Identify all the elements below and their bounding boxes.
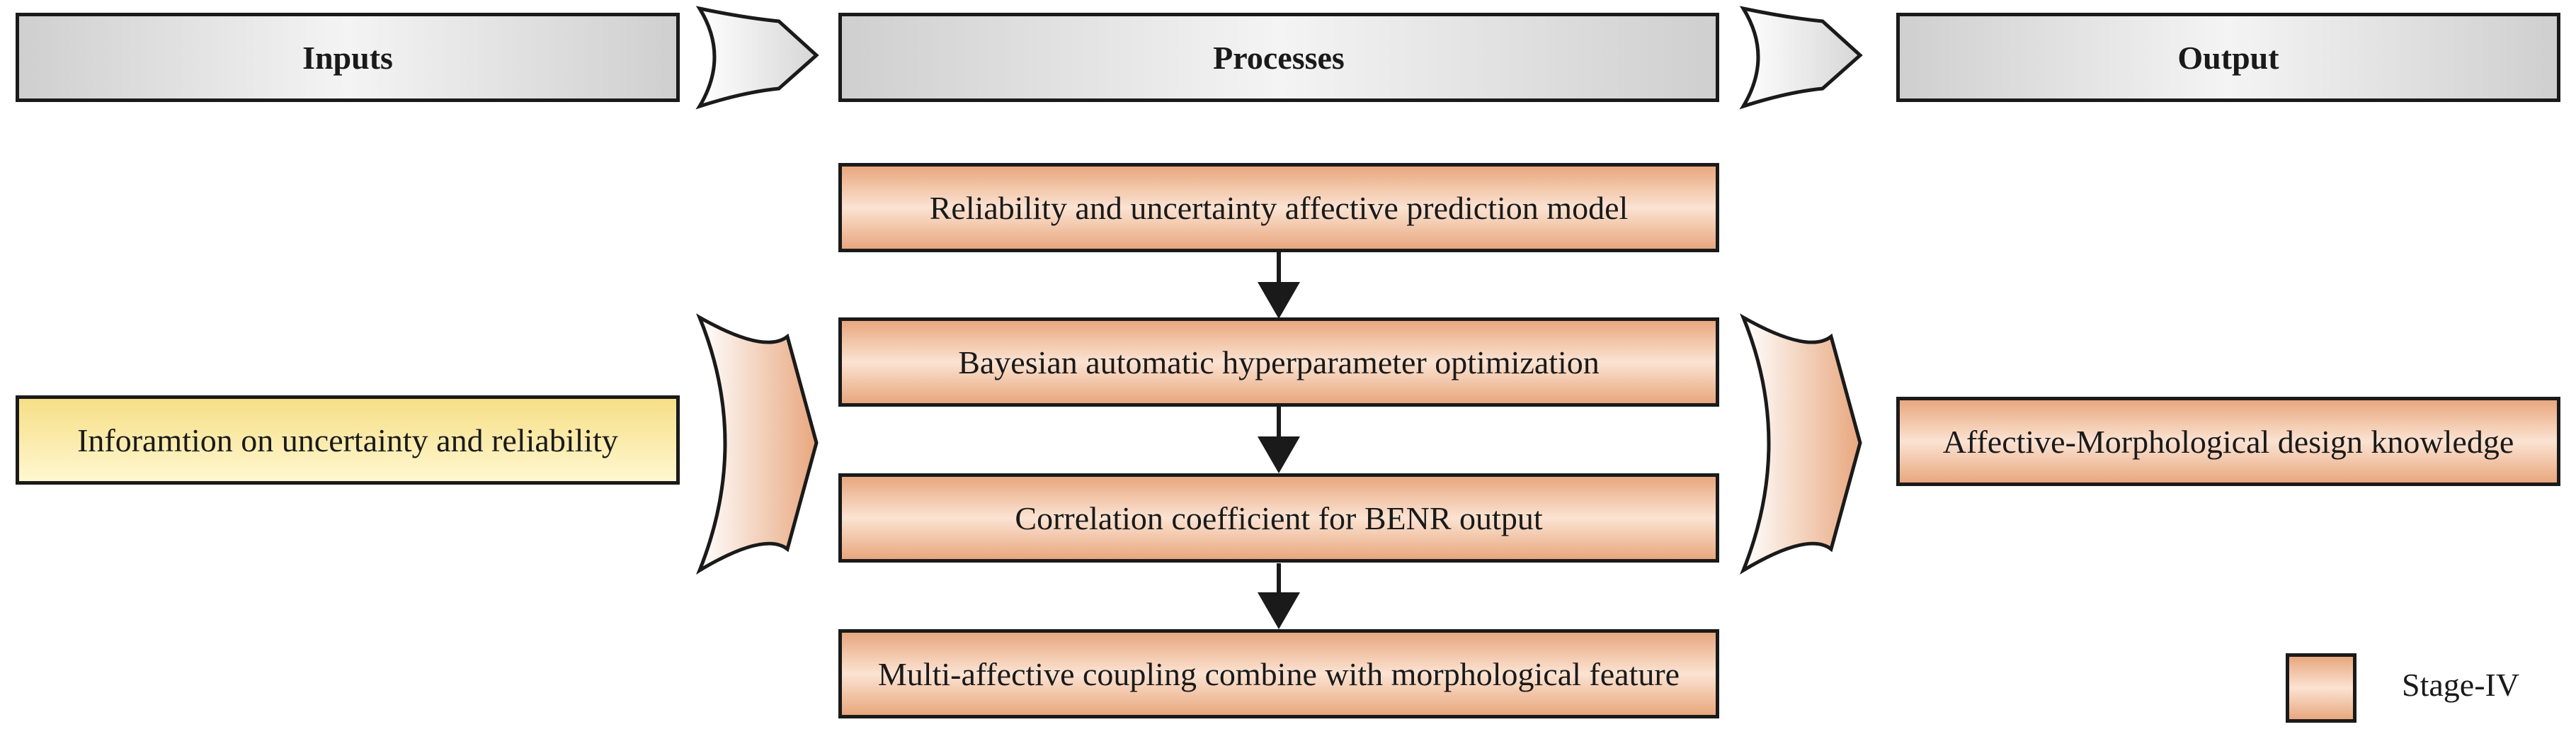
- flow-arrow-processes-to-output: [1739, 313, 1862, 575]
- step-connector-1: [1258, 252, 1300, 319]
- process-step-3: Correlation coefficient for BENR output: [838, 473, 1719, 563]
- process-step-4-label: Multi-affective coupling combine with mo…: [877, 655, 1680, 692]
- header-inputs: Inputs: [16, 13, 680, 102]
- flow-arrow-inputs-to-processes: [695, 313, 819, 575]
- process-step-3-label: Correlation coefficient for BENR output: [1015, 500, 1543, 536]
- header-inputs-label: Inputs: [302, 39, 393, 76]
- header-output-label: Output: [2177, 39, 2279, 76]
- input-box: Inforamtion on uncertainty and reliabili…: [16, 395, 680, 485]
- header-arrow-inputs-to-processes: [695, 6, 819, 110]
- process-step-2-label: Bayesian automatic hyperparameter optimi…: [958, 344, 1600, 380]
- header-output: Output: [1896, 13, 2560, 102]
- header-arrow-processes-to-output: [1739, 6, 1863, 110]
- legend-label-stage-iv: Stage-IV: [2402, 667, 2520, 703]
- process-step-1: Reliability and uncertainty affective pr…: [838, 163, 1719, 252]
- process-step-2: Bayesian automatic hyperparameter optimi…: [838, 317, 1719, 407]
- step-connector-3: [1258, 563, 1300, 629]
- output-box-label: Affective-Morphological design knowledge: [1942, 423, 2514, 460]
- process-step-1-label: Reliability and uncertainty affective pr…: [929, 189, 1629, 226]
- input-box-label: Inforamtion on uncertainty and reliabili…: [77, 422, 618, 458]
- header-processes-label: Processes: [1213, 39, 1345, 76]
- process-step-4: Multi-affective coupling combine with mo…: [838, 629, 1719, 718]
- header-processes: Processes: [838, 13, 1719, 102]
- step-connector-2: [1258, 406, 1300, 473]
- output-box: Affective-Morphological design knowledge: [1896, 397, 2560, 486]
- legend-swatch-stage-iv: [2286, 653, 2356, 723]
